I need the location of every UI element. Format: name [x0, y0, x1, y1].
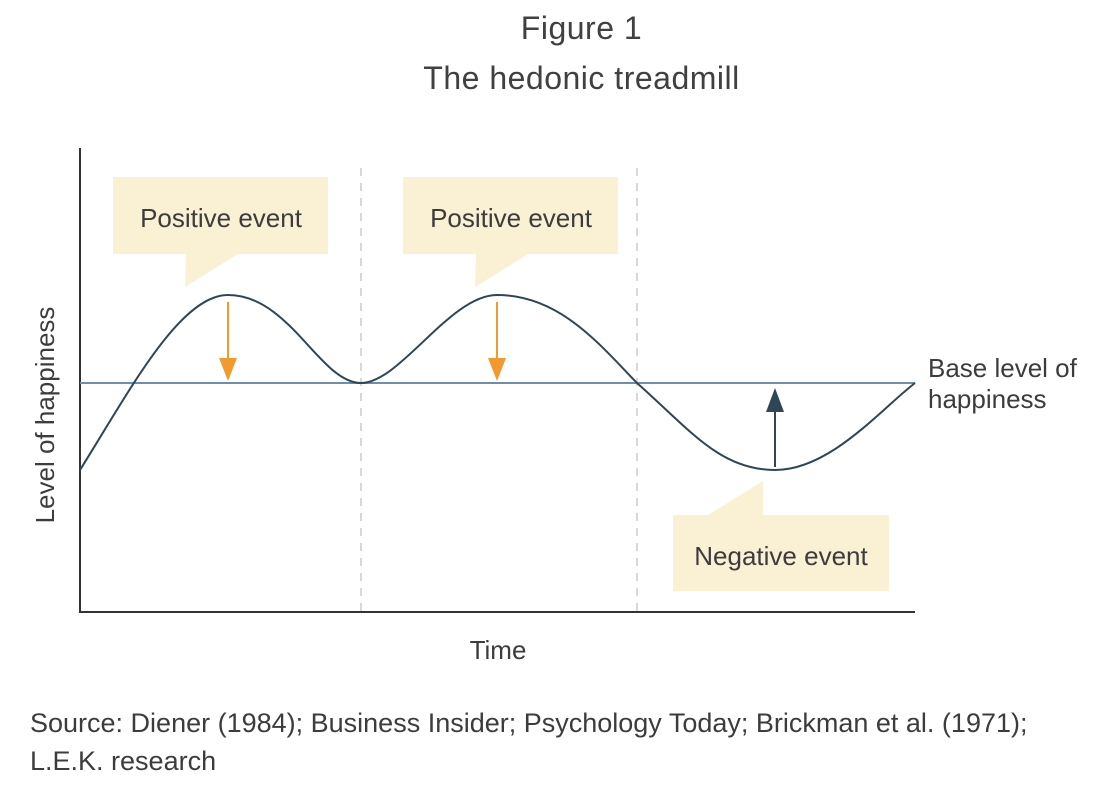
- callout-bubble: [113, 177, 328, 287]
- callout-positive-event-2: Positive event: [403, 177, 618, 287]
- figure-title: The hedonic treadmill: [423, 60, 740, 96]
- callout-label: Negative event: [694, 541, 868, 571]
- source-line-1: Source: Diener (1984); Business Insider;…: [30, 708, 1028, 738]
- down-arrow-icon: [488, 302, 506, 381]
- callout-label: Positive event: [430, 203, 593, 233]
- figure-number: Figure 1: [520, 10, 643, 46]
- baseline-label-line-2: happiness: [928, 384, 1047, 414]
- happiness-curve: [79, 293, 916, 472]
- callout-negative-event: Negative event: [673, 481, 889, 591]
- callout-bubble: [403, 177, 618, 287]
- x-axis-label: Time: [470, 635, 527, 665]
- callout-positive-event-1: Positive event: [113, 177, 328, 287]
- baseline-label-line-1: Base level of: [928, 353, 1078, 383]
- baseline-label: Base level of happiness: [928, 353, 1084, 414]
- callout-bubble: [673, 481, 889, 591]
- source-line-2: L.E.K. research: [30, 746, 217, 776]
- hedonic-treadmill-diagram: Positive event Positive event Negative e…: [30, 148, 1084, 665]
- up-arrow-icon: [766, 388, 784, 467]
- source-note: Source: Diener (1984); Business Insider;…: [30, 704, 1090, 780]
- callout-label: Positive event: [140, 203, 303, 233]
- down-arrow-icon: [219, 302, 237, 381]
- y-axis-label: Level of happiness: [30, 307, 60, 524]
